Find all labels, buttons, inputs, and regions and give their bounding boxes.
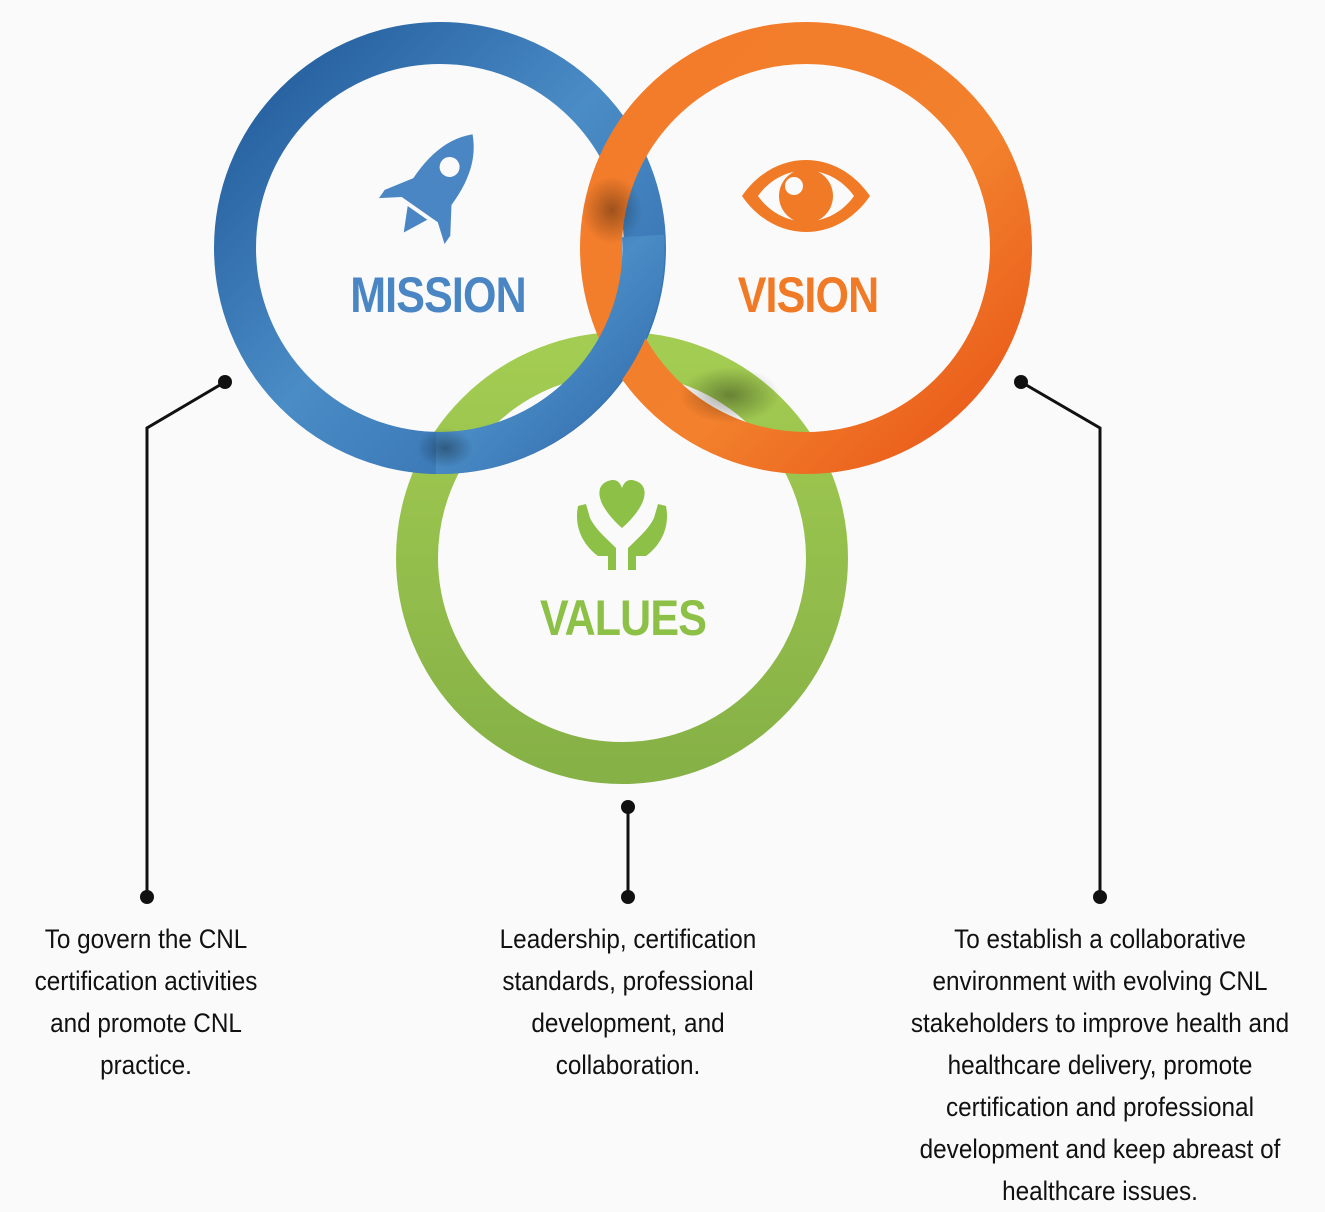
mission-connector-dot-bottom <box>140 890 154 904</box>
overlap-shadow <box>417 428 473 468</box>
mission-connector-dot-top <box>218 375 232 389</box>
vision-ring <box>580 22 1032 474</box>
values-connector-dot-bottom <box>621 890 635 904</box>
mission-title: MISSION <box>350 267 526 323</box>
rocket-icon <box>378 134 474 244</box>
vision-connector-dot-bottom <box>1093 890 1107 904</box>
vision-description: To establish a collaborative environment… <box>910 924 1290 1206</box>
vision-title: VISION <box>737 267 879 323</box>
heart-hands-icon <box>576 479 668 570</box>
eye-icon <box>742 160 870 232</box>
vision-connector <box>1020 380 1102 897</box>
mission-description: To govern the CNL certification activiti… <box>34 924 258 1080</box>
vision-connector-dot-top <box>1014 375 1028 389</box>
values-title: VALUES <box>539 590 707 646</box>
values-connector-dot-top <box>621 800 635 814</box>
overlap-shadow <box>582 176 642 244</box>
mission-overlap-segment <box>435 234 665 475</box>
overlap-shadow <box>680 367 780 423</box>
values-description: Leadership, certification standards, pro… <box>499 924 757 1080</box>
mission-connector <box>145 380 226 897</box>
